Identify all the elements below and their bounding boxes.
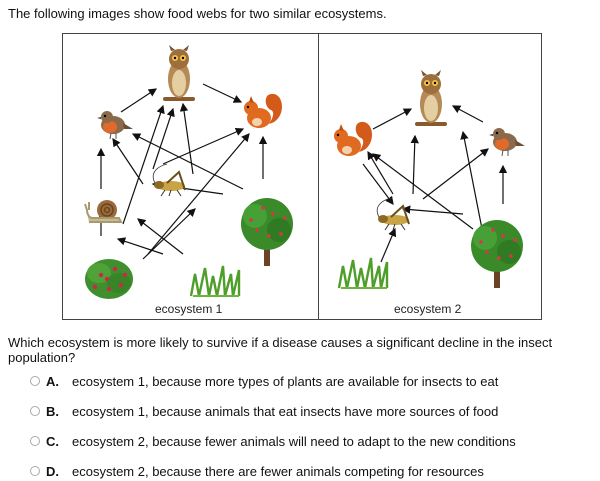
intro-text: The following images show food webs for …: [8, 6, 387, 21]
fruit-tree-icon: [241, 198, 293, 266]
fruit-tree-icon: [471, 220, 523, 288]
option-text: ecosystem 1, because animals that eat in…: [72, 403, 499, 419]
option-text: ecosystem 1, because more types of plant…: [72, 373, 499, 389]
option-letter: A.: [46, 373, 59, 389]
radio-button[interactable]: [30, 406, 40, 416]
option-d[interactable]: D. ecosystem 2, because there are fewer …: [30, 461, 484, 481]
ecosystem-2-arrows: [362, 105, 508, 263]
grass-icon: [337, 256, 389, 290]
food-web-diagram: [84, 45, 526, 299]
berry-bush-icon: [85, 259, 133, 299]
option-a[interactable]: A. ecosystem 1, because more types of pl…: [30, 371, 498, 391]
option-letter: C.: [46, 433, 59, 449]
snail-icon: [84, 199, 122, 223]
option-text: ecosystem 2, because fewer animals will …: [72, 433, 516, 449]
cricket-icon: [376, 197, 410, 231]
option-text: ecosystem 2, because there are fewer ani…: [72, 463, 484, 479]
grass-icon: [189, 264, 241, 298]
ecosystem-1-label: ecosystem 1: [155, 302, 223, 316]
option-b[interactable]: B. ecosystem 1, because animals that eat…: [30, 401, 498, 421]
option-letter: D.: [46, 463, 59, 479]
owl-icon: [163, 45, 195, 101]
cricket-icon: [152, 163, 186, 197]
radio-button[interactable]: [30, 436, 40, 446]
robin-icon: [488, 127, 526, 157]
question-text: Which ecosystem is more likely to surviv…: [8, 335, 553, 365]
option-c[interactable]: C. ecosystem 2, because fewer animals wi…: [30, 431, 516, 451]
radio-button[interactable]: [30, 466, 40, 476]
radio-button[interactable]: [30, 376, 40, 386]
ecosystem-1-arrows: [96, 83, 268, 260]
owl-icon: [415, 70, 447, 126]
ecosystem-2-label: ecosystem 2: [394, 302, 462, 316]
ecosystem-divider: [318, 34, 319, 319]
food-web-figure: ecosystem 1 ecosystem 2: [62, 33, 542, 320]
squirrel-icon: [244, 93, 282, 128]
robin-icon: [96, 110, 134, 140]
squirrel-icon: [334, 121, 372, 156]
option-letter: B.: [46, 403, 59, 419]
